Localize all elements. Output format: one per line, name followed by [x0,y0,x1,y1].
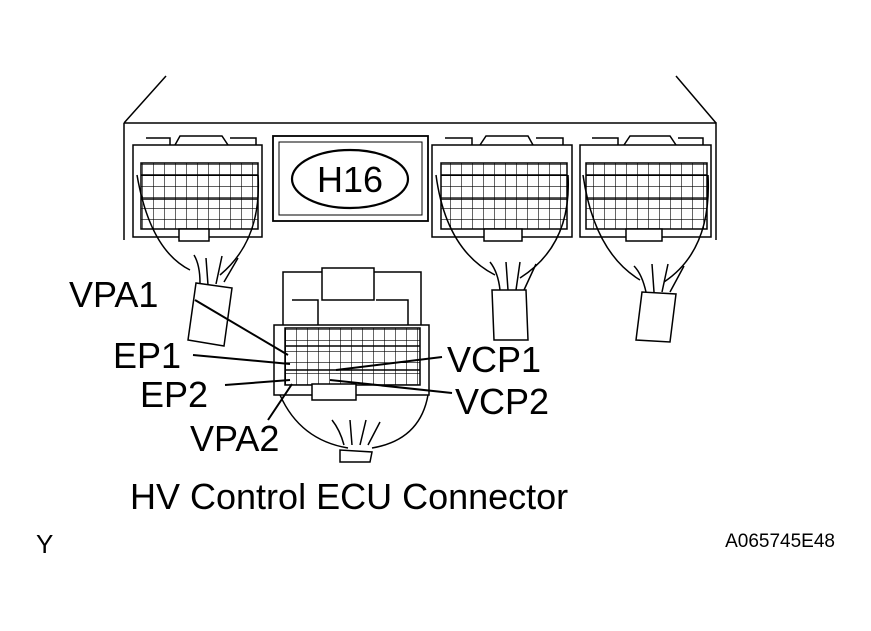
corner-mark: Y [36,529,53,559]
figure-code: A065745E48 [725,531,835,552]
diagram-caption: HV Control ECU Connector [130,476,568,517]
plug-connector [273,267,430,449]
terminal-label-vcp1: VCP1 [447,339,541,380]
terminal-label-ep1: EP1 [113,335,181,376]
wire-bundles [187,282,677,463]
connector-label-box [272,135,429,222]
ecu-connector-middle [431,135,573,291]
connector-code: H16 [317,159,383,200]
terminal-label-vpa1: VPA1 [69,274,158,315]
terminal-label-ep2: EP2 [140,374,208,415]
ecu-connector-left [132,135,263,286]
ecu-housing [123,75,717,240]
terminal-label-vcp2: VCP2 [455,381,549,422]
leader-lines [192,299,453,421]
ecu-connector-right [579,135,712,293]
terminal-label-vpa2: VPA2 [190,418,279,459]
